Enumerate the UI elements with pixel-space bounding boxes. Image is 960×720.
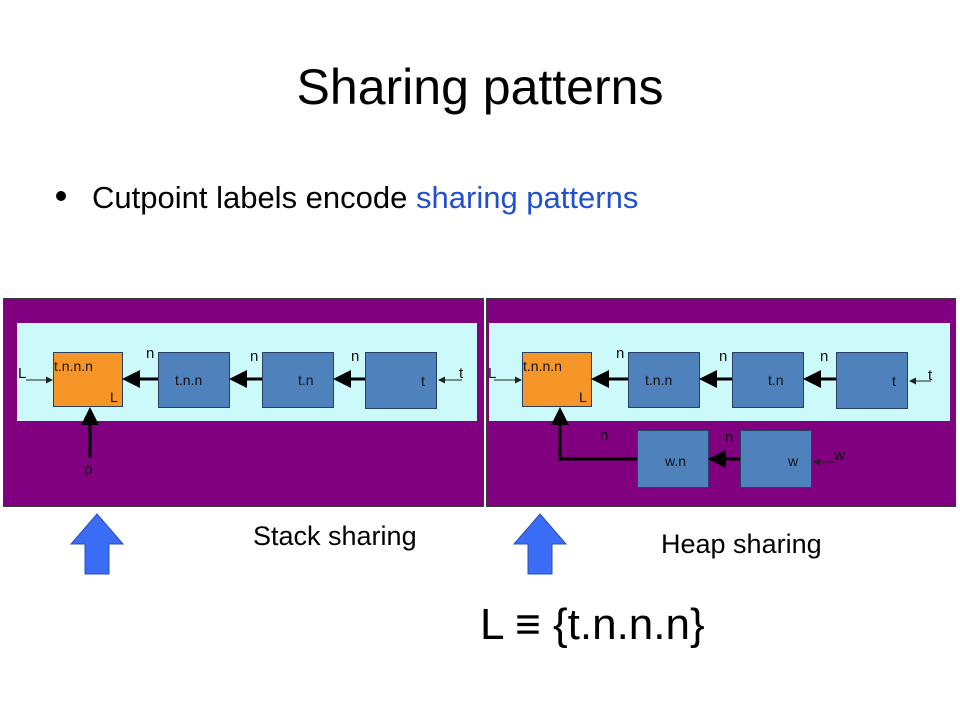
node-w-n: w.n — [637, 430, 709, 488]
pointer-label-l: L — [18, 365, 27, 382]
pointer-label-t: t — [928, 367, 933, 384]
node-label: t.n — [768, 372, 784, 388]
node-t: t — [836, 352, 908, 409]
sharing-formula: L ≡ {t.n.n.n} — [480, 600, 705, 649]
node-label: t.n.n — [645, 372, 673, 388]
node-w: w — [740, 430, 812, 488]
node-label-bottom: L — [579, 389, 587, 405]
node-label: t — [892, 373, 896, 389]
node-t-n-n: t.n.n — [158, 352, 230, 408]
node-label-top: t.n.n.n — [54, 358, 93, 374]
node-t-n-n: t.n.n — [628, 352, 700, 408]
edge-label-n: n — [820, 348, 829, 365]
edge-label-n: n — [725, 429, 734, 446]
up-arrow-icon — [512, 513, 568, 575]
node-t-n-n-n: t.n.n.n L — [522, 352, 592, 407]
node-label: w — [788, 453, 799, 469]
node-t-n: t.n — [732, 352, 804, 408]
stack-var-rho: ρ — [84, 461, 93, 478]
edge-label-n: n — [351, 348, 360, 365]
node-label-top: t.n.n.n — [523, 358, 562, 374]
edge-label-n: n — [250, 348, 259, 365]
node-t-n: t.n — [262, 352, 334, 408]
node-t-n-n-n: t.n.n.n L — [53, 352, 123, 407]
bullet-highlight: sharing patterns — [416, 180, 639, 215]
edge-label-n: n — [146, 345, 155, 362]
node-label: w.n — [665, 453, 687, 469]
up-arrow-icon — [69, 513, 125, 575]
node-label: t.n — [298, 372, 314, 388]
bullet-item: Cutpoint labels encode sharing patterns — [56, 180, 638, 216]
node-label: t — [421, 373, 425, 389]
caption-heap-sharing: Heap sharing — [661, 529, 822, 559]
bullet-dot-icon — [56, 190, 66, 201]
node-t: t — [365, 352, 437, 409]
bullet-text: Cutpoint labels encode — [92, 180, 417, 215]
pointer-label-w: w — [834, 447, 845, 464]
pointer-label-t: t — [459, 365, 464, 382]
edge-label-n: n — [719, 348, 728, 365]
pointer-label-l: L — [488, 365, 497, 382]
node-label-bottom: L — [110, 389, 118, 405]
edge-label-n: n — [616, 345, 625, 362]
edge-label-n: n — [600, 427, 609, 444]
caption-stack-sharing: Stack sharing — [253, 521, 417, 551]
slide-title: Sharing patterns — [296, 59, 664, 115]
node-label: t.n.n — [175, 372, 203, 388]
